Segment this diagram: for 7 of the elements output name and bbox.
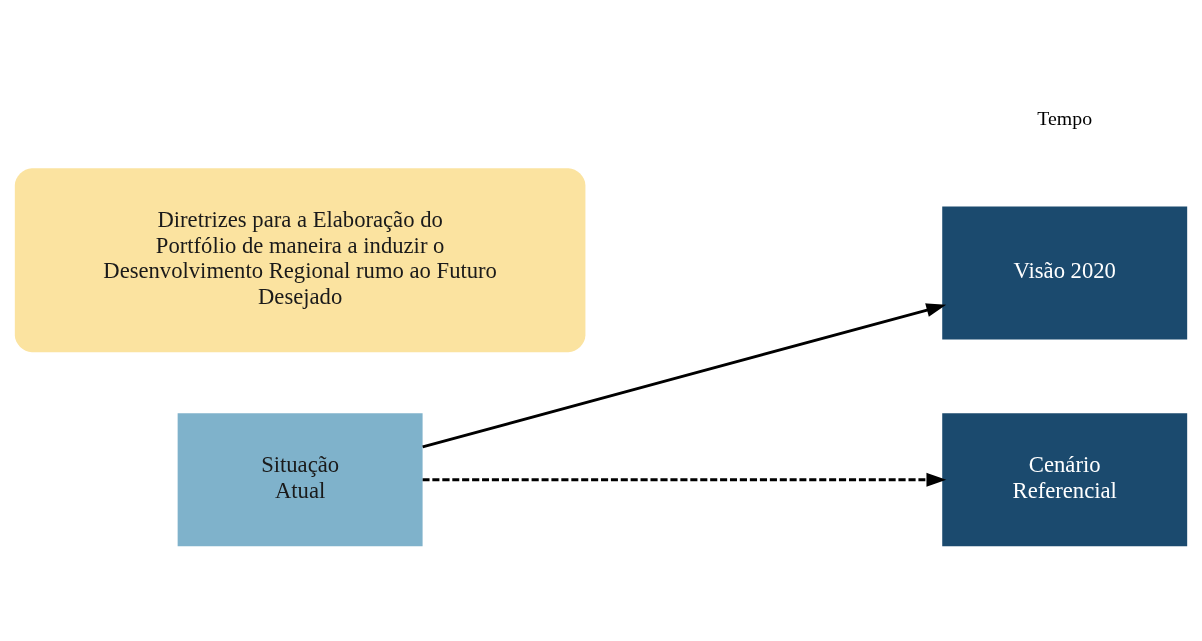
node-box: Cenário Referencial xyxy=(942,413,1188,547)
label: Tempo xyxy=(1037,107,1093,130)
arrow xyxy=(422,303,947,449)
arrow xyxy=(422,472,947,487)
node-box: Visão 2020 xyxy=(942,206,1188,340)
node-box: Situação Atual xyxy=(177,413,423,547)
node-box: Diretrizes para a Elaboração do Portfólio de maneira a induzir o Desenvolvimento Regional rumo ao Futuro Desejado xyxy=(14,168,586,353)
